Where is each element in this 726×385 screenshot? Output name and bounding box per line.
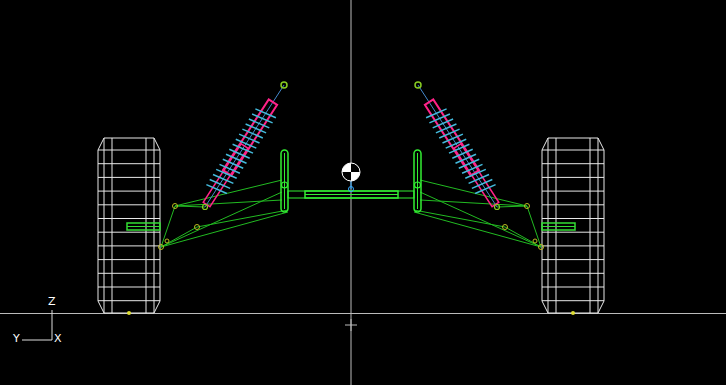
axis-label: Z (48, 295, 56, 308)
axis-label: X (54, 332, 62, 345)
axis-label: Y (13, 332, 20, 345)
